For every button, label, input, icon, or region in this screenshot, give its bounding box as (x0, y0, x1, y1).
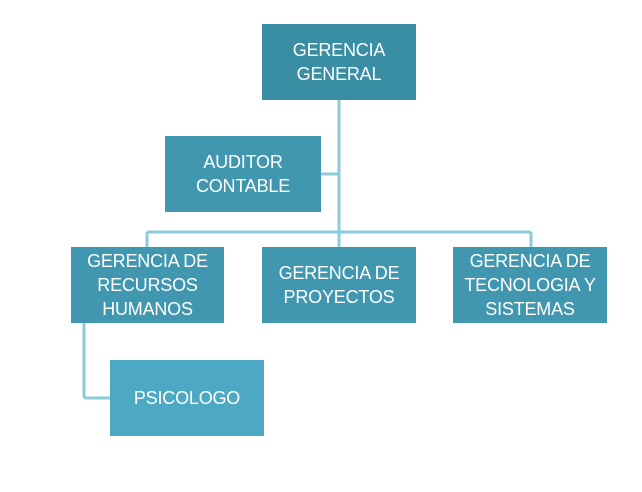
node-gerencia-proyectos: GERENCIA DE PROYECTOS (262, 247, 416, 323)
node-gerencia-proyectos-label: GERENCIA DE PROYECTOS (278, 263, 400, 307)
node-auditor-contable: AUDITOR CONTABLE (165, 136, 321, 212)
node-gerencia-general-label: GERENCIA GENERAL (292, 40, 386, 84)
node-auditor-contable-label: AUDITOR CONTABLE (195, 152, 291, 196)
node-gerencia-recursos-humanos-label: GERENCIA DE RECURSOS HUMANOS (87, 251, 208, 319)
node-gerencia-tecnologia-sistemas-label: GERENCIA DE TECNOLOGIA Y SISTEMAS (464, 251, 596, 319)
node-psicologo-label: PSICOLOGO (133, 388, 241, 408)
node-gerencia-recursos-humanos: GERENCIA DE RECURSOS HUMANOS (71, 247, 224, 323)
node-gerencia-tecnologia-sistemas: GERENCIA DE TECNOLOGIA Y SISTEMAS (453, 247, 607, 323)
node-gerencia-general: GERENCIA GENERAL (262, 24, 416, 100)
node-psicologo: PSICOLOGO (110, 360, 264, 436)
